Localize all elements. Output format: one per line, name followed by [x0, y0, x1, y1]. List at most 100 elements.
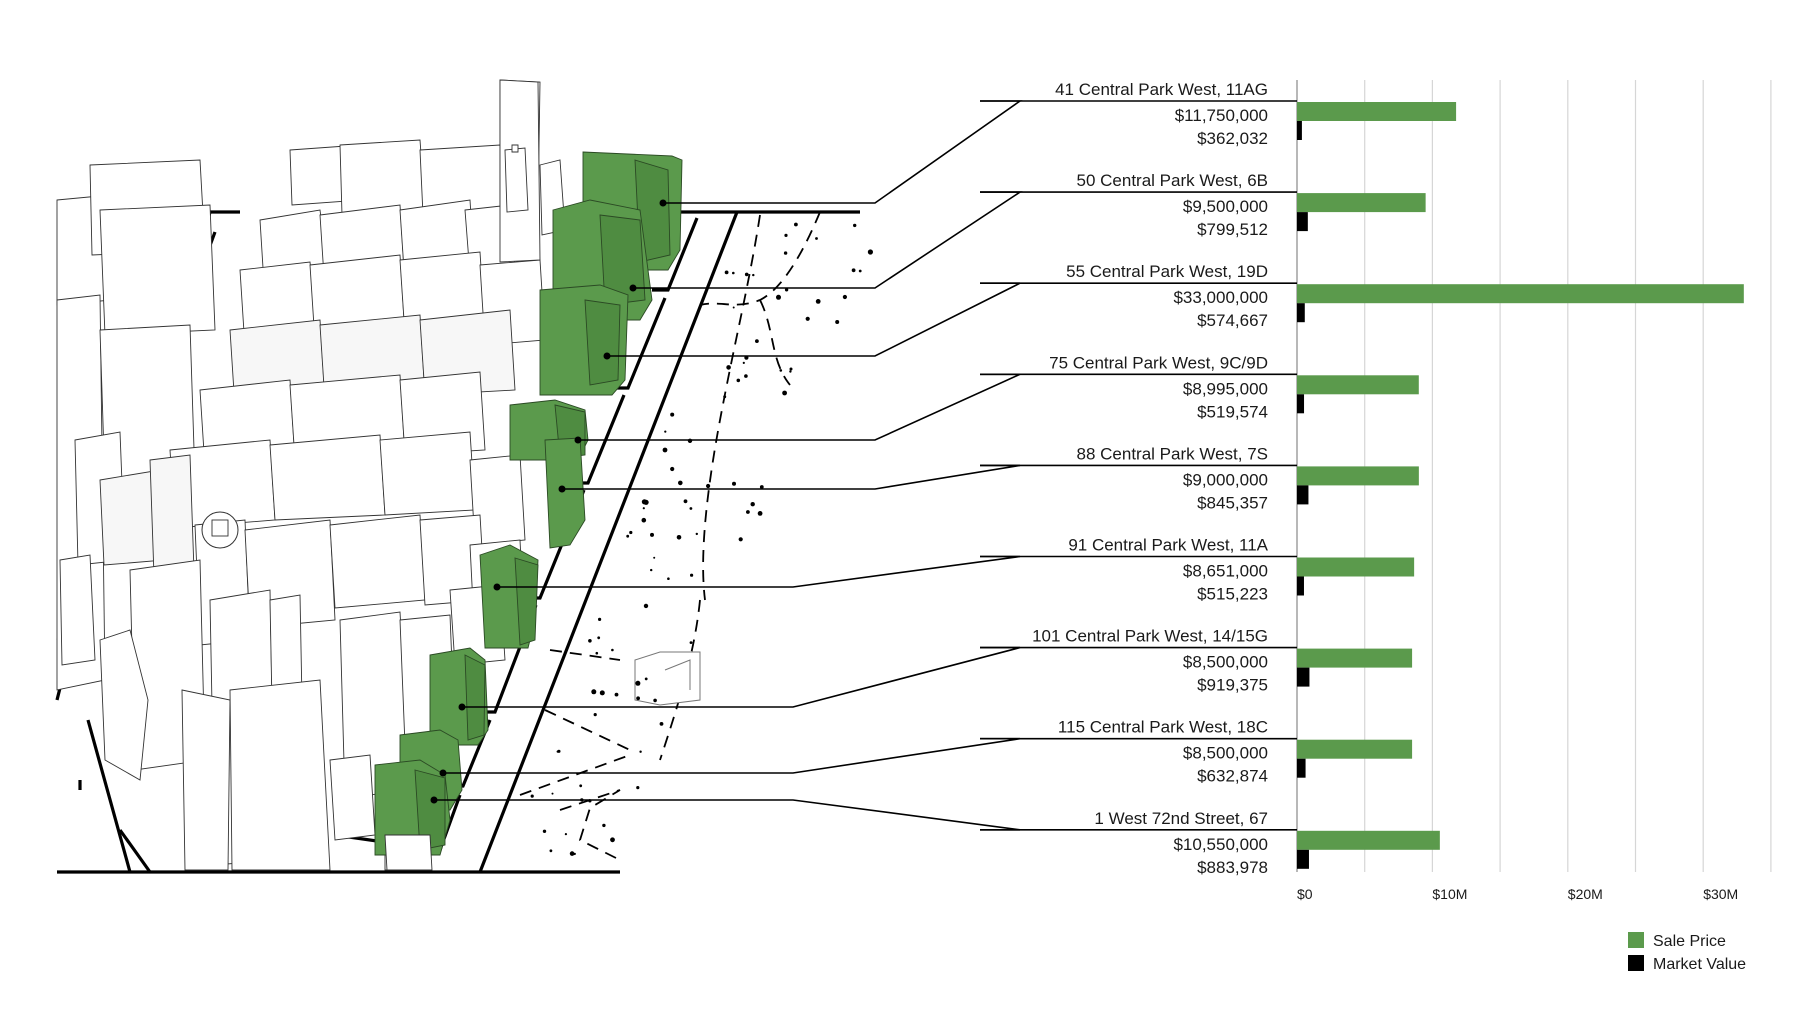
market-value-label: $515,223: [1197, 585, 1268, 604]
tree-dot: [695, 532, 698, 536]
tree-dot: [690, 573, 694, 577]
tree-dot: [867, 249, 874, 255]
tree-dot: [746, 510, 750, 514]
tree-dot: [650, 532, 654, 537]
tree-dot: [629, 530, 633, 535]
legend-swatch-sale-price: [1628, 932, 1644, 948]
property-name: 115 Central Park West, 18C: [1058, 718, 1268, 737]
tree-dot: [635, 680, 641, 686]
building-marker-dot: [558, 485, 566, 493]
tree-dot: [598, 617, 602, 622]
tree-dot: [579, 784, 583, 788]
tree-dot: [569, 851, 575, 856]
market-value-label: $799,512: [1197, 220, 1268, 239]
tree-dot: [742, 361, 745, 364]
tree-dot: [597, 636, 601, 640]
market-value-label: $574,667: [1197, 311, 1268, 330]
tree-dot: [636, 696, 640, 701]
x-tick-label: $10M: [1432, 886, 1467, 902]
tree-dot: [835, 320, 840, 324]
sale-price-bar: [1297, 648, 1413, 668]
tree-dot: [593, 713, 597, 717]
sale-price-bar: [1297, 557, 1415, 577]
market-value-label: $632,874: [1197, 767, 1268, 786]
legend: Sale Price Market Value: [1628, 932, 1746, 973]
property-name: 75 Central Park West, 9C/9D: [1049, 353, 1268, 372]
sale-price-bar: [1297, 830, 1440, 850]
tree-dot: [789, 370, 792, 373]
market-value-label: $362,032: [1197, 129, 1268, 148]
tree-dot: [639, 750, 642, 753]
chart-bars: [1297, 102, 1744, 869]
property-name: 1 West 72nd Street, 67: [1094, 809, 1268, 828]
x-tick-label: $20M: [1568, 886, 1603, 902]
building-marker-dot: [629, 284, 637, 292]
market-value-label: $519,574: [1197, 402, 1268, 421]
tree-dot: [815, 237, 818, 240]
building-marker-dot: [574, 436, 582, 444]
market-value-bar: [1297, 485, 1309, 505]
tree-dot: [794, 222, 798, 227]
leader-line: [462, 646, 1021, 708]
property-name: 50 Central Park West, 6B: [1077, 171, 1269, 190]
tree-dot: [595, 651, 599, 655]
sale-price-label: $10,550,000: [1173, 835, 1268, 854]
tree-dot: [650, 568, 653, 572]
tree-dot: [557, 749, 561, 753]
tree-dot: [815, 299, 821, 304]
tree-dot: [551, 792, 554, 795]
tree-dot: [664, 430, 667, 433]
tree-dot: [667, 577, 670, 580]
row-labels: 41 Central Park West, 11AG $11,750,000 $36…: [980, 80, 1297, 877]
tree-dot: [784, 288, 789, 292]
tree-dot: [549, 849, 553, 853]
leader-line: [663, 100, 1023, 204]
market-value-bar: [1297, 394, 1305, 414]
background-buildings: [56, 79, 566, 871]
isometric-city-map: [55, 79, 874, 874]
highlighted-buildings: [374, 151, 683, 871]
tree-dot: [644, 677, 648, 681]
x-tick-label: $0: [1297, 886, 1313, 902]
bar-chart: 41 Central Park West, 11AG $11,750,000 $36…: [980, 80, 1772, 973]
market-value-bar: [1297, 576, 1304, 596]
tree-dot: [614, 692, 619, 697]
central-park: [519, 211, 874, 861]
property-name: 41 Central Park West, 11AG: [1055, 80, 1268, 99]
building-marker-dot: [659, 199, 667, 207]
tree-dot: [602, 823, 606, 828]
market-value-bar: [1297, 121, 1302, 140]
tree-dot: [779, 369, 783, 372]
sale-price-bar: [1297, 375, 1419, 395]
tree-dot: [588, 639, 592, 643]
tree-dot: [755, 339, 759, 343]
tree-dot: [732, 481, 736, 486]
tree-dot: [706, 483, 711, 489]
property-name: 101 Central Park West, 14/15G: [1032, 627, 1268, 646]
market-value-bar: [1297, 758, 1306, 778]
market-value-label: $845,357: [1197, 493, 1268, 512]
tree-dot: [653, 698, 657, 703]
tree-dot: [789, 367, 793, 371]
sale-price-bar: [1297, 739, 1413, 759]
tree-dot: [805, 316, 810, 321]
sale-price-label: $11,750,000: [1175, 106, 1268, 125]
tree-dot: [530, 794, 534, 798]
tree-dot: [643, 603, 649, 609]
tree-dot: [752, 273, 755, 277]
tree-dot: [744, 272, 749, 277]
sale-price-label: $33,000,000: [1173, 288, 1268, 307]
legend-label-sale-price: Sale Price: [1653, 933, 1726, 950]
property-name: 55 Central Park West, 19D: [1066, 262, 1268, 281]
sale-price-label: $8,995,000: [1183, 379, 1268, 398]
market-value-label: $883,978: [1197, 858, 1268, 877]
sale-price-label: $9,500,000: [1183, 197, 1268, 216]
tree-dot: [599, 690, 605, 696]
tree-dot: [626, 534, 630, 538]
tree-dot: [591, 689, 597, 695]
tree-dot: [676, 535, 682, 540]
tree-dot: [853, 223, 857, 228]
park-structure: [634, 651, 701, 706]
x-axis-ticks: $0$10M$20M$30M: [1297, 886, 1738, 902]
